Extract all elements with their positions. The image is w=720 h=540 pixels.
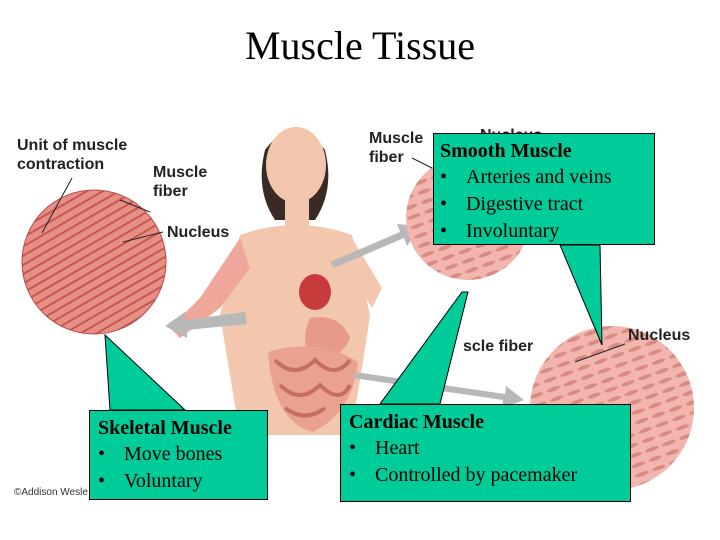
skeletal-callout-tail (104, 333, 187, 411)
nucleus-label-left: Nucleus (167, 224, 229, 241)
unit-of-contraction-label-1: Unit of muscle (17, 137, 127, 154)
skeletal-item: Move bones (98, 441, 267, 468)
smooth-item: Arteries and veins (440, 164, 654, 191)
smooth-muscle-heading: Smooth Muscle (440, 140, 572, 162)
skeletal-item: Voluntary (98, 468, 267, 495)
copyright-text: ©Addison Wesle (14, 487, 88, 498)
nucleus-label-right: Nucleus (628, 327, 690, 344)
cardiac-muscle-heading: Cardiac Muscle (349, 411, 484, 433)
cardiac-item: Controlled by pacemaker (349, 462, 630, 489)
smooth-item: Digestive tract (440, 191, 654, 218)
muscle-fiber-label-top-2: fiber (369, 149, 404, 166)
cardiac-muscle-callout: Cardiac Muscle Heart Controlled by pacem… (340, 404, 631, 502)
skeletal-muscle-callout: Skeletal Muscle Move bones Voluntary (89, 410, 268, 500)
skeletal-tissue-circle (22, 190, 166, 334)
muscle-fiber-label-left-2: fiber (153, 183, 188, 200)
muscle-fiber-label-top-1: Muscle (369, 130, 423, 147)
smooth-muscle-callout: Smooth Muscle Arteries and veins Digesti… (433, 133, 655, 245)
muscle-fiber-label-left-1: Muscle (153, 164, 207, 181)
smooth-callout-tail (559, 244, 603, 346)
cardiac-item: Heart (349, 435, 630, 462)
unit-of-contraction-label-2: contraction (17, 156, 104, 173)
smooth-item: Involuntary (440, 218, 654, 245)
slide-title: Muscle Tissue (244, 23, 476, 68)
skeletal-muscle-heading: Skeletal Muscle (98, 417, 232, 439)
muscle-fiber-label-mid: scle fiber (463, 338, 533, 355)
